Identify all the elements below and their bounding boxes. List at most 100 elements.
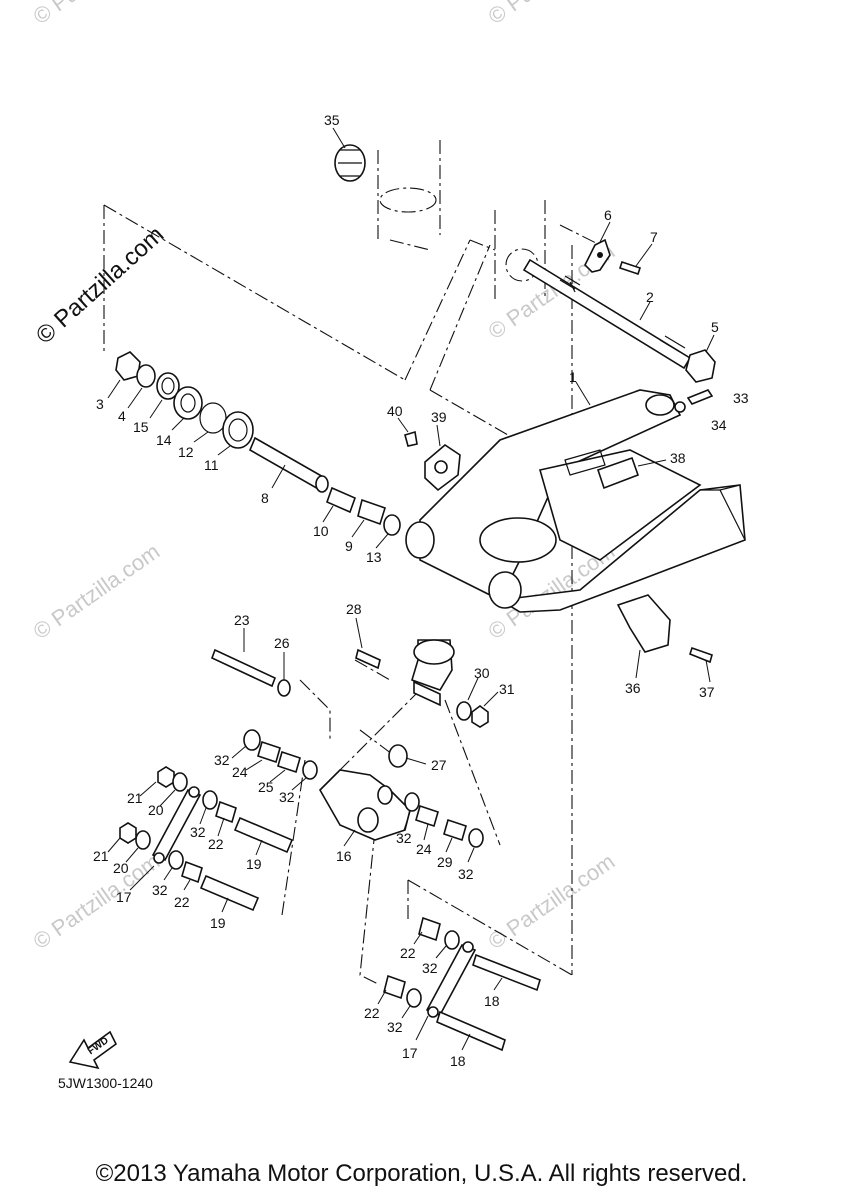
part-28-bolt bbox=[355, 648, 381, 670]
part-37-bolt bbox=[689, 646, 713, 664]
shock-outline bbox=[377, 140, 546, 300]
callout-2: 2 bbox=[646, 289, 654, 305]
callouts: 35 6 7 2 5 1 33 34 3 4 15 14 12 11 40 39… bbox=[93, 112, 749, 1069]
callout-33: 33 bbox=[733, 390, 749, 406]
callout-15: 15 bbox=[133, 419, 149, 435]
callout-37: 37 bbox=[699, 684, 715, 700]
fwd-arrow-icon: FWD bbox=[68, 1030, 118, 1070]
part-9-bearing bbox=[357, 498, 386, 526]
callout-4: 4 bbox=[118, 408, 126, 424]
callout-22: 22 bbox=[174, 894, 190, 910]
part-17-link bbox=[151, 786, 202, 864]
callout-22: 22 bbox=[400, 945, 416, 961]
part-26-collar bbox=[277, 679, 291, 697]
callout-30: 30 bbox=[474, 665, 490, 681]
callout-19: 19 bbox=[210, 915, 226, 931]
callout-38: 38 bbox=[670, 450, 686, 466]
callout-32: 32 bbox=[396, 830, 412, 846]
part-29-collar bbox=[443, 818, 467, 842]
callout-27: 27 bbox=[431, 757, 447, 773]
part-18-bolt bbox=[436, 1010, 506, 1052]
part-27-collar bbox=[388, 744, 408, 768]
callout-20: 20 bbox=[113, 860, 129, 876]
callout-18: 18 bbox=[484, 993, 500, 1009]
callout-14: 14 bbox=[156, 432, 172, 448]
callout-16: 16 bbox=[336, 848, 352, 864]
part-23-bolt bbox=[210, 648, 277, 688]
callout-28: 28 bbox=[346, 601, 362, 617]
part-39-plate bbox=[424, 443, 461, 492]
part-2-pivot-shaft bbox=[522, 258, 692, 370]
callout-24: 24 bbox=[416, 841, 432, 857]
callout-6: 6 bbox=[604, 207, 612, 223]
shock-lower-mount bbox=[411, 639, 455, 707]
part-21-nut bbox=[119, 822, 137, 844]
watermark: © Partzilla.com bbox=[29, 0, 165, 29]
callout-32: 32 bbox=[387, 1019, 403, 1035]
callout-18: 18 bbox=[450, 1053, 466, 1069]
part-36-cover bbox=[616, 594, 671, 653]
part-24-bearing bbox=[415, 804, 439, 828]
callout-11: 11 bbox=[204, 457, 219, 473]
callout-36: 36 bbox=[625, 680, 641, 696]
callout-19: 19 bbox=[246, 856, 262, 872]
part-33-bolt bbox=[686, 389, 714, 405]
part-19-collar bbox=[233, 816, 294, 854]
part-32-seal bbox=[202, 790, 218, 810]
callout-10: 10 bbox=[313, 523, 329, 539]
part-10-bushing bbox=[325, 486, 357, 514]
callout-23: 23 bbox=[234, 612, 250, 628]
part-21-nut bbox=[157, 766, 175, 788]
part-22-bearing bbox=[181, 860, 203, 884]
part-35-nut bbox=[334, 144, 366, 182]
callout-39: 39 bbox=[431, 409, 447, 425]
callout-22: 22 bbox=[364, 1005, 380, 1021]
part-14-bearing bbox=[173, 386, 203, 420]
callout-34: 34 bbox=[711, 417, 727, 433]
callout-32: 32 bbox=[214, 752, 230, 768]
part-32-seal bbox=[302, 760, 318, 780]
part-20-washer bbox=[172, 772, 188, 792]
part-20-washer bbox=[135, 830, 151, 850]
part-30-washer bbox=[456, 701, 472, 721]
callout-20: 20 bbox=[148, 802, 164, 818]
part-4-washer bbox=[136, 364, 156, 388]
part-40-screw bbox=[404, 430, 418, 447]
callout-1: 1 bbox=[569, 369, 577, 385]
callout-17: 17 bbox=[116, 889, 132, 905]
part-13-seal bbox=[383, 514, 401, 536]
part-32-seal bbox=[444, 930, 460, 950]
part-22-bearing bbox=[418, 916, 441, 942]
part-15-seal bbox=[156, 372, 180, 400]
diagram-ref-code: 5JW1300-1240 bbox=[58, 1075, 153, 1091]
callout-32: 32 bbox=[458, 866, 474, 882]
part-38-block bbox=[596, 456, 640, 490]
watermark: © Partzilla.com bbox=[29, 539, 165, 645]
callout-26: 26 bbox=[274, 635, 290, 651]
callout-32: 32 bbox=[279, 789, 295, 805]
part-32-seal bbox=[243, 729, 261, 751]
callout-40: 40 bbox=[387, 403, 403, 419]
callout-29: 29 bbox=[437, 854, 453, 870]
callout-24: 24 bbox=[232, 764, 248, 780]
copyright-notice: ©2013 Yamaha Motor Corporation, U.S.A. A… bbox=[95, 1160, 748, 1187]
callout-3: 3 bbox=[96, 396, 104, 412]
callout-35: 35 bbox=[324, 112, 340, 128]
callout-31: 31 bbox=[499, 681, 515, 697]
part-18-bolt bbox=[472, 953, 541, 992]
watermark-main: © Partzilla.com bbox=[31, 221, 169, 349]
part-1-swingarm bbox=[405, 389, 746, 613]
callout-12: 12 bbox=[178, 444, 194, 460]
callout-32: 32 bbox=[152, 882, 168, 898]
part-24-bearing bbox=[257, 740, 281, 764]
part-32-seal bbox=[404, 792, 420, 812]
watermark: © Partzilla.com bbox=[484, 849, 620, 955]
part-22-bearing bbox=[215, 800, 237, 824]
part-32-seal bbox=[168, 850, 184, 870]
callout-32: 32 bbox=[190, 824, 206, 840]
part-7-bolt bbox=[618, 260, 642, 276]
part-17-link bbox=[425, 941, 477, 1018]
part-19-collar bbox=[199, 874, 260, 912]
part-5-nut bbox=[685, 349, 716, 383]
